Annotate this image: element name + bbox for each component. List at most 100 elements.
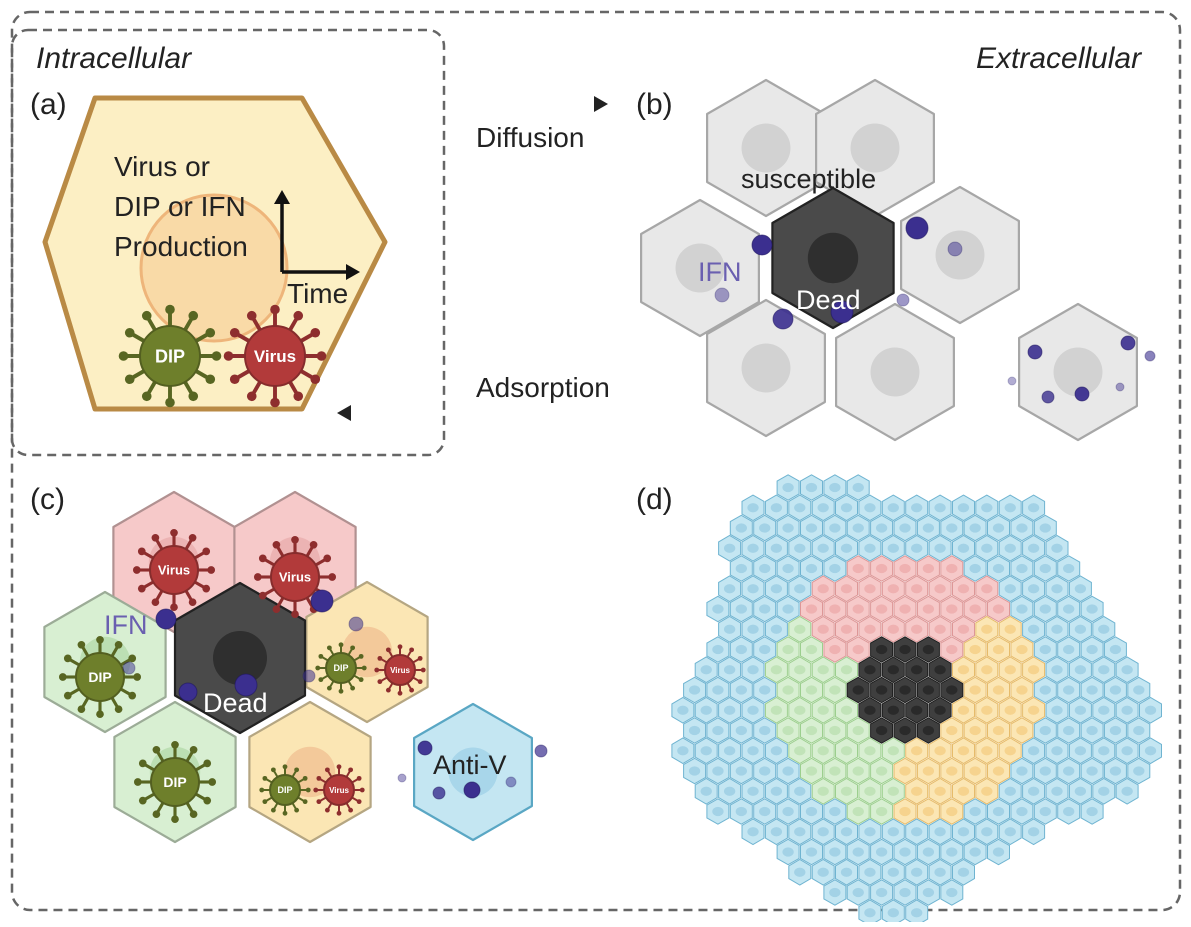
dip-particle-c-spike-tip <box>318 653 324 659</box>
lattice-nucleus-blue <box>899 887 911 898</box>
lattice-nucleus-blue <box>934 827 946 837</box>
virus-particle-c-spike-tip <box>313 787 319 793</box>
lattice-nucleus-green <box>840 705 853 715</box>
lattice-nucleus-blue <box>1086 604 1098 614</box>
lattice-nucleus-blue <box>805 847 818 857</box>
lattice-nucleus-green <box>805 644 818 655</box>
susceptible-cell-nucleus <box>741 123 791 173</box>
dip-particle-c-spike-tip <box>270 807 276 813</box>
lattice-nucleus-green <box>829 766 841 776</box>
ifn-particle <box>1120 335 1136 351</box>
ifn-particle <box>1027 344 1043 360</box>
lattice-nucleus-blue <box>1098 746 1110 756</box>
lattice-nucleus-black <box>934 705 946 715</box>
lattice-nucleus-blue <box>1098 624 1110 634</box>
ifn-particle <box>1144 350 1156 362</box>
lattice-nucleus-blue <box>934 543 946 553</box>
lattice-nucleus-blue <box>1051 584 1063 594</box>
dip-particle-c-capsid <box>75 652 125 702</box>
intracellular-frame <box>10 28 446 457</box>
lattice-nucleus-blue <box>1063 766 1075 776</box>
virus-particle-c-spike-tip <box>272 540 281 549</box>
lattice-nucleus-black <box>911 705 923 715</box>
production-label-line1: Virus or <box>114 151 210 182</box>
dip-particle-spike-tip <box>141 310 152 321</box>
dip-particle-c-spike-tip <box>358 653 364 659</box>
lattice-nucleus-blue <box>1098 665 1110 675</box>
dip-particle-c-spike-tip <box>203 796 212 805</box>
lattice-nucleus-blue <box>1051 665 1063 675</box>
lattice-nucleus-blue <box>688 725 701 736</box>
lattice-nucleus-blue <box>969 806 981 817</box>
lattice-nucleus-green <box>852 725 864 736</box>
lattice-nucleus-blue <box>969 847 981 857</box>
lattice-nucleus-red <box>957 584 970 594</box>
lattice-nucleus-blue <box>1074 746 1087 756</box>
lattice-nucleus-blue <box>1039 644 1051 655</box>
lattice-nucleus-blue <box>899 523 911 533</box>
lattice-nucleus-blue <box>887 908 899 918</box>
production-axis-x-head <box>346 264 360 280</box>
lattice-nucleus-red <box>887 584 899 594</box>
virus-particle-c-spike-tip <box>316 799 322 805</box>
lattice-nucleus-blue <box>1098 705 1110 715</box>
virus-particle-c-spike-tip <box>170 528 178 537</box>
lattice-nucleus-blue <box>829 806 841 817</box>
ifn-particle <box>714 287 730 303</box>
lattice-nucleus-blue <box>1016 766 1028 776</box>
lattice-nucleus-green <box>829 685 841 695</box>
ifn-particle <box>896 293 910 307</box>
lattice-nucleus-blue <box>735 563 747 574</box>
lattice-nucleus-red <box>946 563 958 574</box>
susceptible-cell-isolated <box>1017 302 1139 442</box>
lattice-nucleus-red <box>817 584 829 594</box>
lattice-nucleus-blue <box>1039 766 1051 776</box>
dip-particle-spike-tip <box>165 304 175 315</box>
lattice-nucleus-blue <box>747 827 759 837</box>
virus-particle-c-spike-tip <box>336 764 342 770</box>
lattice-nucleus-yellow <box>934 746 946 756</box>
lattice-nucleus-blue <box>782 523 794 533</box>
lattice-nucleus-blue <box>1063 685 1075 695</box>
lattice-nucleus-blue <box>1027 584 1040 594</box>
dip-particle-c-spike-tip <box>128 691 137 700</box>
lattice-nucleus-blue <box>864 867 876 877</box>
lattice-nucleus-blue <box>840 543 853 553</box>
dip-particle-c-spike-tip <box>318 677 324 683</box>
lattice-nucleus-blue <box>1086 685 1098 695</box>
dip-particle-c-spike-tip <box>338 688 344 694</box>
lattice-nucleus-red <box>852 604 864 614</box>
lattice-nucleus-blue <box>712 644 724 655</box>
dip-particle-c-spike-tip <box>302 799 308 805</box>
lattice-nucleus-black <box>922 685 935 695</box>
dip-particle-c-spike-tip <box>63 654 72 663</box>
lattice-nucleus-blue <box>712 766 724 776</box>
lattice-nucleus-blue <box>782 482 794 493</box>
lattice-nucleus-red <box>957 624 970 634</box>
dip-particle-c-spike-tip <box>326 645 332 651</box>
lattice-nucleus-blue <box>805 523 818 533</box>
ifn-particle <box>772 308 794 330</box>
dip-particle-c-spike-tip <box>270 767 276 773</box>
lattice-nucleus-black <box>864 705 876 715</box>
susceptible-label: susceptible <box>741 164 877 194</box>
lattice-nucleus-blue <box>1051 705 1063 715</box>
ifn-particle <box>302 669 316 683</box>
lattice-nucleus-red <box>934 584 946 594</box>
lattice-nucleus-blue <box>1004 503 1016 513</box>
dip-particle-c: DIP <box>58 635 142 719</box>
lattice-nucleus-blue <box>1086 644 1098 655</box>
lattice-nucleus-blue <box>759 523 771 533</box>
lattice-nucleus-blue <box>864 827 876 837</box>
dip-particle-c-spike-tip <box>294 767 300 773</box>
ifn-label-c: IFN <box>104 610 148 640</box>
lattice-nucleus-green <box>840 665 853 675</box>
lattice-nucleus-blue <box>747 665 759 675</box>
virus-particle-c: Virus <box>313 764 365 816</box>
lattice-nucleus-blue <box>887 867 899 877</box>
lattice-nucleus-blue <box>1086 806 1098 817</box>
lattice-nucleus-blue <box>922 523 935 533</box>
lattice-nucleus-blue <box>735 806 747 817</box>
lattice-nucleus-black <box>934 665 946 675</box>
virus-particle-c-spike-tip <box>207 566 216 574</box>
